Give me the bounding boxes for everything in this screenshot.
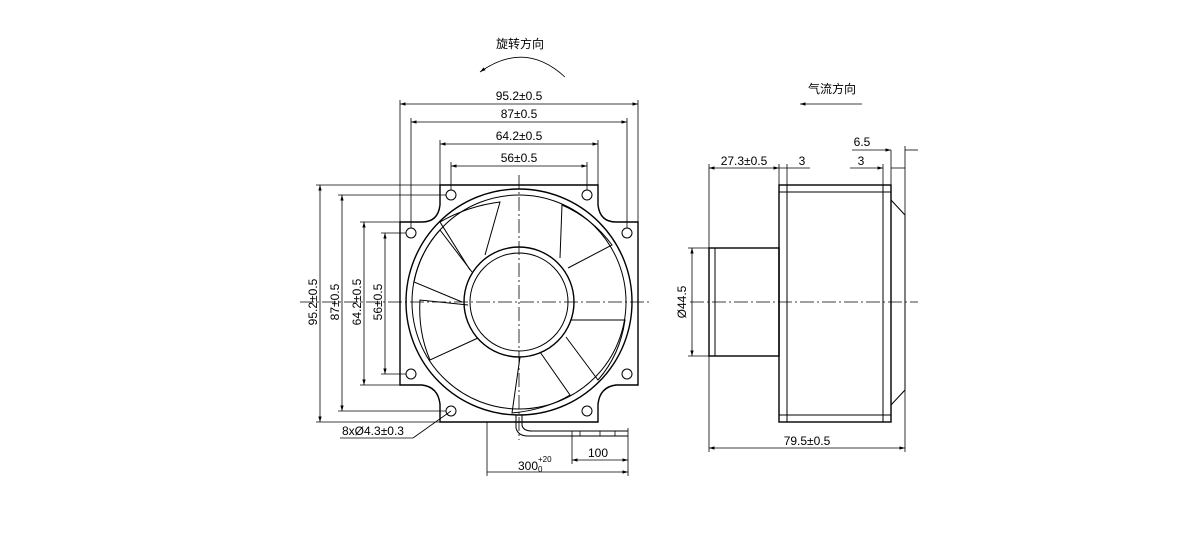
hole-label: 8xØ4.3±0.3 [342, 424, 404, 438]
dim-95-label: 95.2±0.5 [496, 89, 543, 103]
lead-tol-upper: +20 [538, 455, 552, 464]
fan-blades [413, 201, 626, 414]
lead-tol-lower: 0 [538, 465, 543, 474]
fan-frame-outline [399, 184, 639, 423]
lead-length-label: 300 [518, 459, 538, 473]
dim-6-5-label: 6.5 [854, 135, 871, 149]
side-view: 气流方向 27.3±0.5 3 3 6.5 [675, 81, 918, 452]
dim-87-v-label: 87±0.5 [328, 283, 342, 320]
rotation-label: 旋转方向 [496, 36, 544, 51]
front-view: 旋转方向 95 [300, 36, 652, 476]
dim-79-label: 79.5±0.5 [784, 434, 831, 448]
left-dimensions: 95.2±0.5 87±0.5 64.2±0.5 56±0.5 [306, 184, 446, 423]
rotation-arrow [479, 56, 566, 78]
strip-length-label: 100 [588, 446, 608, 460]
lead-wire: 300 +20 0 100 [486, 415, 629, 476]
dim-3a-label: 3 [799, 154, 806, 168]
dim-64-label: 64.2±0.5 [496, 129, 543, 143]
dim-56-label: 56±0.5 [501, 151, 538, 165]
dim-95-v-label: 95.2±0.5 [306, 278, 320, 325]
dim-diameter-label: Ø44.5 [675, 285, 689, 318]
airflow-label: 气流方向 [808, 81, 856, 96]
dim-27-label: 27.3±0.5 [721, 154, 768, 168]
dim-3b-label: 3 [858, 154, 865, 168]
top-dimensions: 95.2±0.5 87±0.5 64.2±0.5 56±0.5 [399, 89, 639, 228]
dim-56-v-label: 56±0.5 [371, 283, 385, 320]
dim-64-v-label: 64.2±0.5 [350, 278, 364, 325]
dim-87-label: 87±0.5 [501, 107, 538, 121]
side-body [708, 184, 906, 423]
